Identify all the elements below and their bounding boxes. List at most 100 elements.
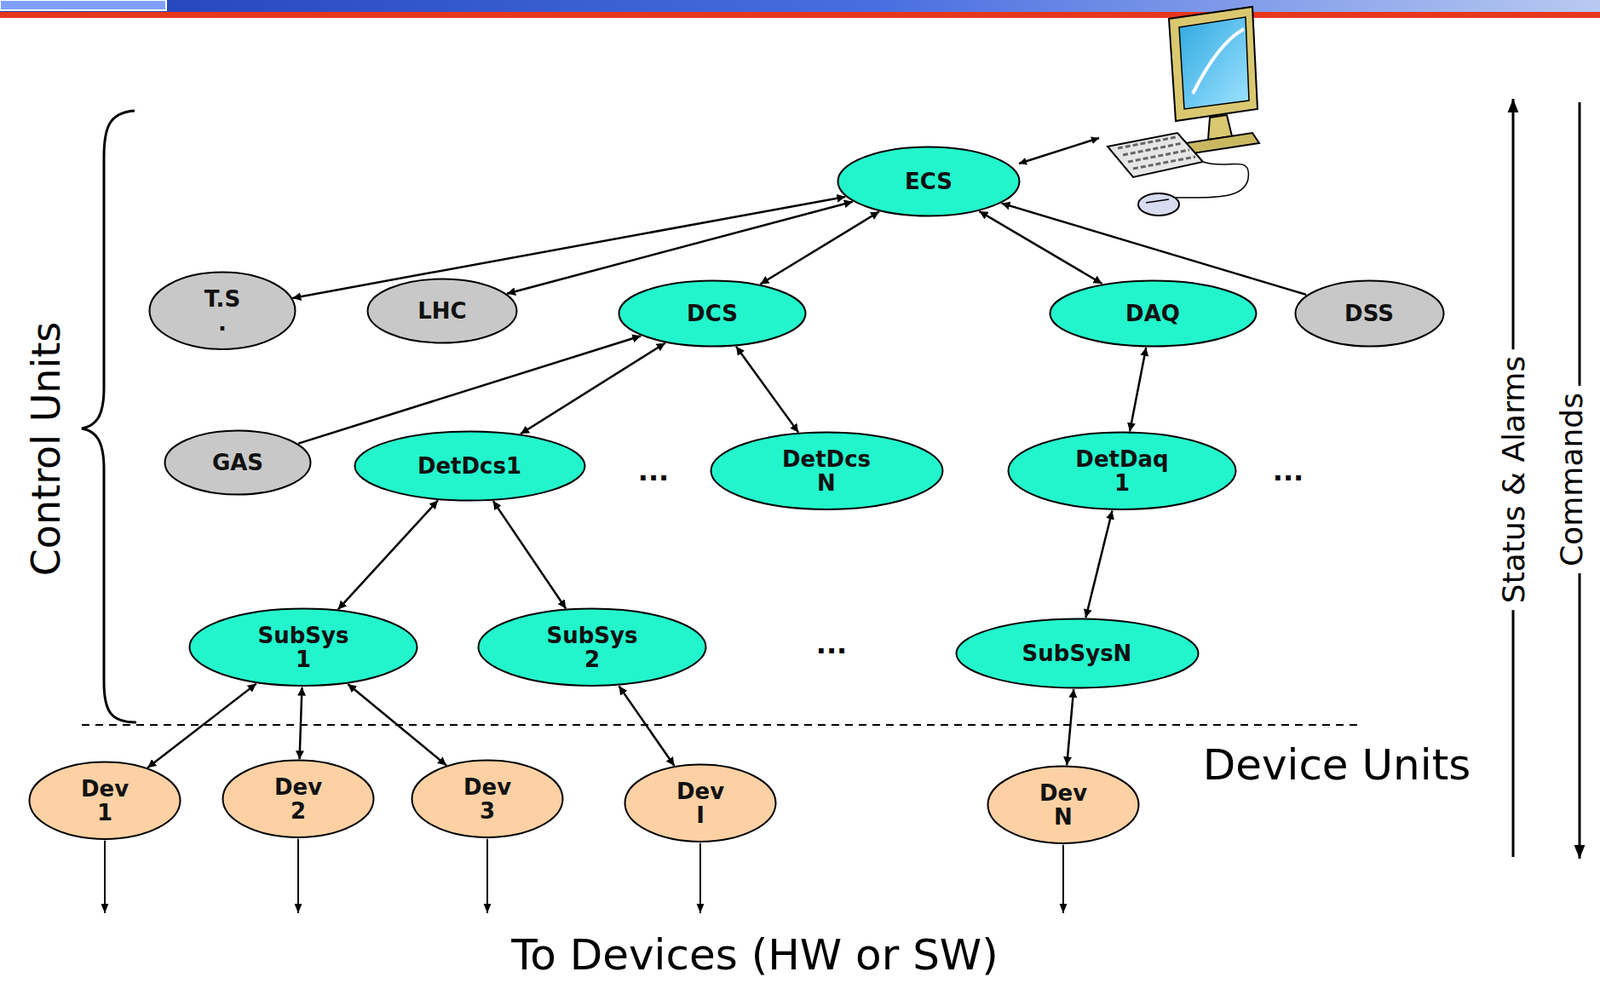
ellipse-shape bbox=[29, 762, 181, 840]
connector bbox=[619, 685, 675, 766]
node-label-group: T.S . bbox=[204, 287, 241, 335]
node-label-group: Dev N bbox=[1039, 781, 1088, 829]
connector bbox=[1085, 511, 1112, 619]
control-unit: ECS bbox=[836, 145, 1021, 218]
ellipse-shape bbox=[165, 431, 311, 495]
ellipse-shape bbox=[478, 609, 707, 686]
node-label: LHC bbox=[417, 299, 467, 323]
connector bbox=[338, 500, 438, 610]
ellipsis-mark: ... bbox=[816, 627, 847, 661]
node-label-group: LHC bbox=[417, 299, 467, 323]
node-label-group: DetDcs1 bbox=[417, 454, 522, 478]
connector bbox=[759, 211, 880, 284]
node-label: DCS bbox=[686, 301, 738, 326]
ellipse-shape bbox=[368, 279, 518, 344]
control-unit: SubSysN bbox=[955, 617, 1200, 690]
node-label-group: GAS bbox=[212, 450, 264, 475]
group-label: Control Units bbox=[23, 322, 70, 577]
connector bbox=[493, 500, 566, 609]
node-label-group: DAQ bbox=[1125, 301, 1180, 326]
node-label: SubSys 2 bbox=[546, 623, 639, 672]
ellipse-shape bbox=[412, 760, 564, 838]
axis-label: Commands bbox=[1553, 385, 1589, 574]
connector bbox=[506, 201, 853, 294]
node-label: SubSys 1 bbox=[258, 623, 350, 672]
control-unit: DCS bbox=[617, 279, 807, 348]
ellipse-shape bbox=[625, 765, 777, 842]
ellipse-shape bbox=[988, 766, 1140, 844]
connector bbox=[978, 211, 1102, 284]
connector bbox=[147, 684, 257, 769]
node-label-group: DCS bbox=[686, 301, 738, 326]
device-unit: Dev N bbox=[986, 765, 1140, 845]
device-unit: Dev 1 bbox=[28, 760, 182, 841]
node-label-group: SubSysN bbox=[1022, 641, 1133, 666]
connector bbox=[1066, 689, 1074, 766]
device-output-arrow bbox=[297, 839, 300, 914]
connector bbox=[520, 343, 666, 435]
control-unit: DAQ bbox=[1048, 279, 1258, 348]
node-label-group: DetDcs N bbox=[782, 447, 871, 495]
node-label-group: Dev I bbox=[676, 779, 725, 828]
node-label: DetDaq 1 bbox=[1075, 447, 1169, 495]
ellipse-shape bbox=[149, 272, 296, 350]
ellipse-shape bbox=[189, 609, 418, 686]
node-label: ECS bbox=[904, 169, 953, 194]
external-unit: T.S . bbox=[148, 270, 297, 351]
device-output-arrow bbox=[486, 839, 489, 914]
axis-label: Status & Alarms bbox=[1496, 349, 1531, 611]
node-label: Dev 3 bbox=[463, 775, 512, 824]
control-unit: SubSys 2 bbox=[477, 607, 708, 687]
console-link bbox=[1018, 138, 1100, 164]
ellipse-shape bbox=[1294, 281, 1444, 347]
external-unit: LHC bbox=[366, 277, 518, 345]
ellipse-shape bbox=[955, 619, 1198, 689]
ellipse-shape bbox=[1049, 281, 1256, 347]
node-label-group: Dev 3 bbox=[463, 775, 512, 824]
ellipse-shape bbox=[223, 760, 375, 838]
external-unit: GAS bbox=[163, 429, 312, 496]
node-label-group: Dev 2 bbox=[274, 775, 323, 824]
connector bbox=[299, 687, 303, 760]
ellipse-shape bbox=[1008, 432, 1237, 510]
header-tab bbox=[0, 0, 167, 11]
control-unit: DetDcs1 bbox=[353, 430, 587, 502]
ellipse-shape bbox=[710, 432, 943, 510]
node-label-group: SubSys 2 bbox=[546, 623, 639, 672]
connector bbox=[347, 684, 447, 766]
connector bbox=[736, 346, 799, 433]
node-label-group: Dev 1 bbox=[80, 776, 129, 825]
node-label: Dev N bbox=[1039, 781, 1088, 829]
header-rule bbox=[0, 11, 1600, 18]
node-label-group: ECS bbox=[904, 169, 953, 194]
node-label: DAQ bbox=[1125, 301, 1180, 326]
node-label-group: SubSys 1 bbox=[258, 623, 350, 672]
external-unit: DSS bbox=[1294, 279, 1445, 348]
computer-icon bbox=[1107, 6, 1260, 216]
header-band bbox=[0, 0, 1600, 12]
ellipse-shape bbox=[838, 147, 1020, 217]
device-output-arrow bbox=[103, 840, 106, 914]
ellipse-shape bbox=[619, 281, 806, 347]
device-unit: Dev I bbox=[623, 763, 777, 843]
footer-label: To Devices (HW or SW) bbox=[511, 930, 999, 980]
control-unit: DetDcs N bbox=[709, 431, 944, 511]
device-unit: Dev 3 bbox=[410, 759, 565, 839]
device-output-arrow bbox=[1062, 845, 1065, 914]
node-label: SubSysN bbox=[1022, 641, 1133, 666]
node-label: Dev I bbox=[676, 779, 725, 828]
ellipsis-mark: ... bbox=[1272, 454, 1304, 488]
ellipse-shape bbox=[354, 431, 585, 501]
node-label: DetDcs1 bbox=[417, 454, 522, 478]
node-label: DSS bbox=[1344, 301, 1394, 326]
node-label: DetDcs N bbox=[782, 447, 871, 495]
node-label-group: DSS bbox=[1344, 301, 1394, 326]
device-output-arrow bbox=[699, 843, 702, 914]
node-label-group: DetDaq 1 bbox=[1075, 447, 1169, 495]
node-label: GAS bbox=[212, 450, 264, 475]
group-label: Device Units bbox=[1202, 740, 1472, 790]
ellipsis-mark: ... bbox=[638, 454, 669, 488]
control-unit: DetDaq 1 bbox=[1007, 431, 1238, 511]
